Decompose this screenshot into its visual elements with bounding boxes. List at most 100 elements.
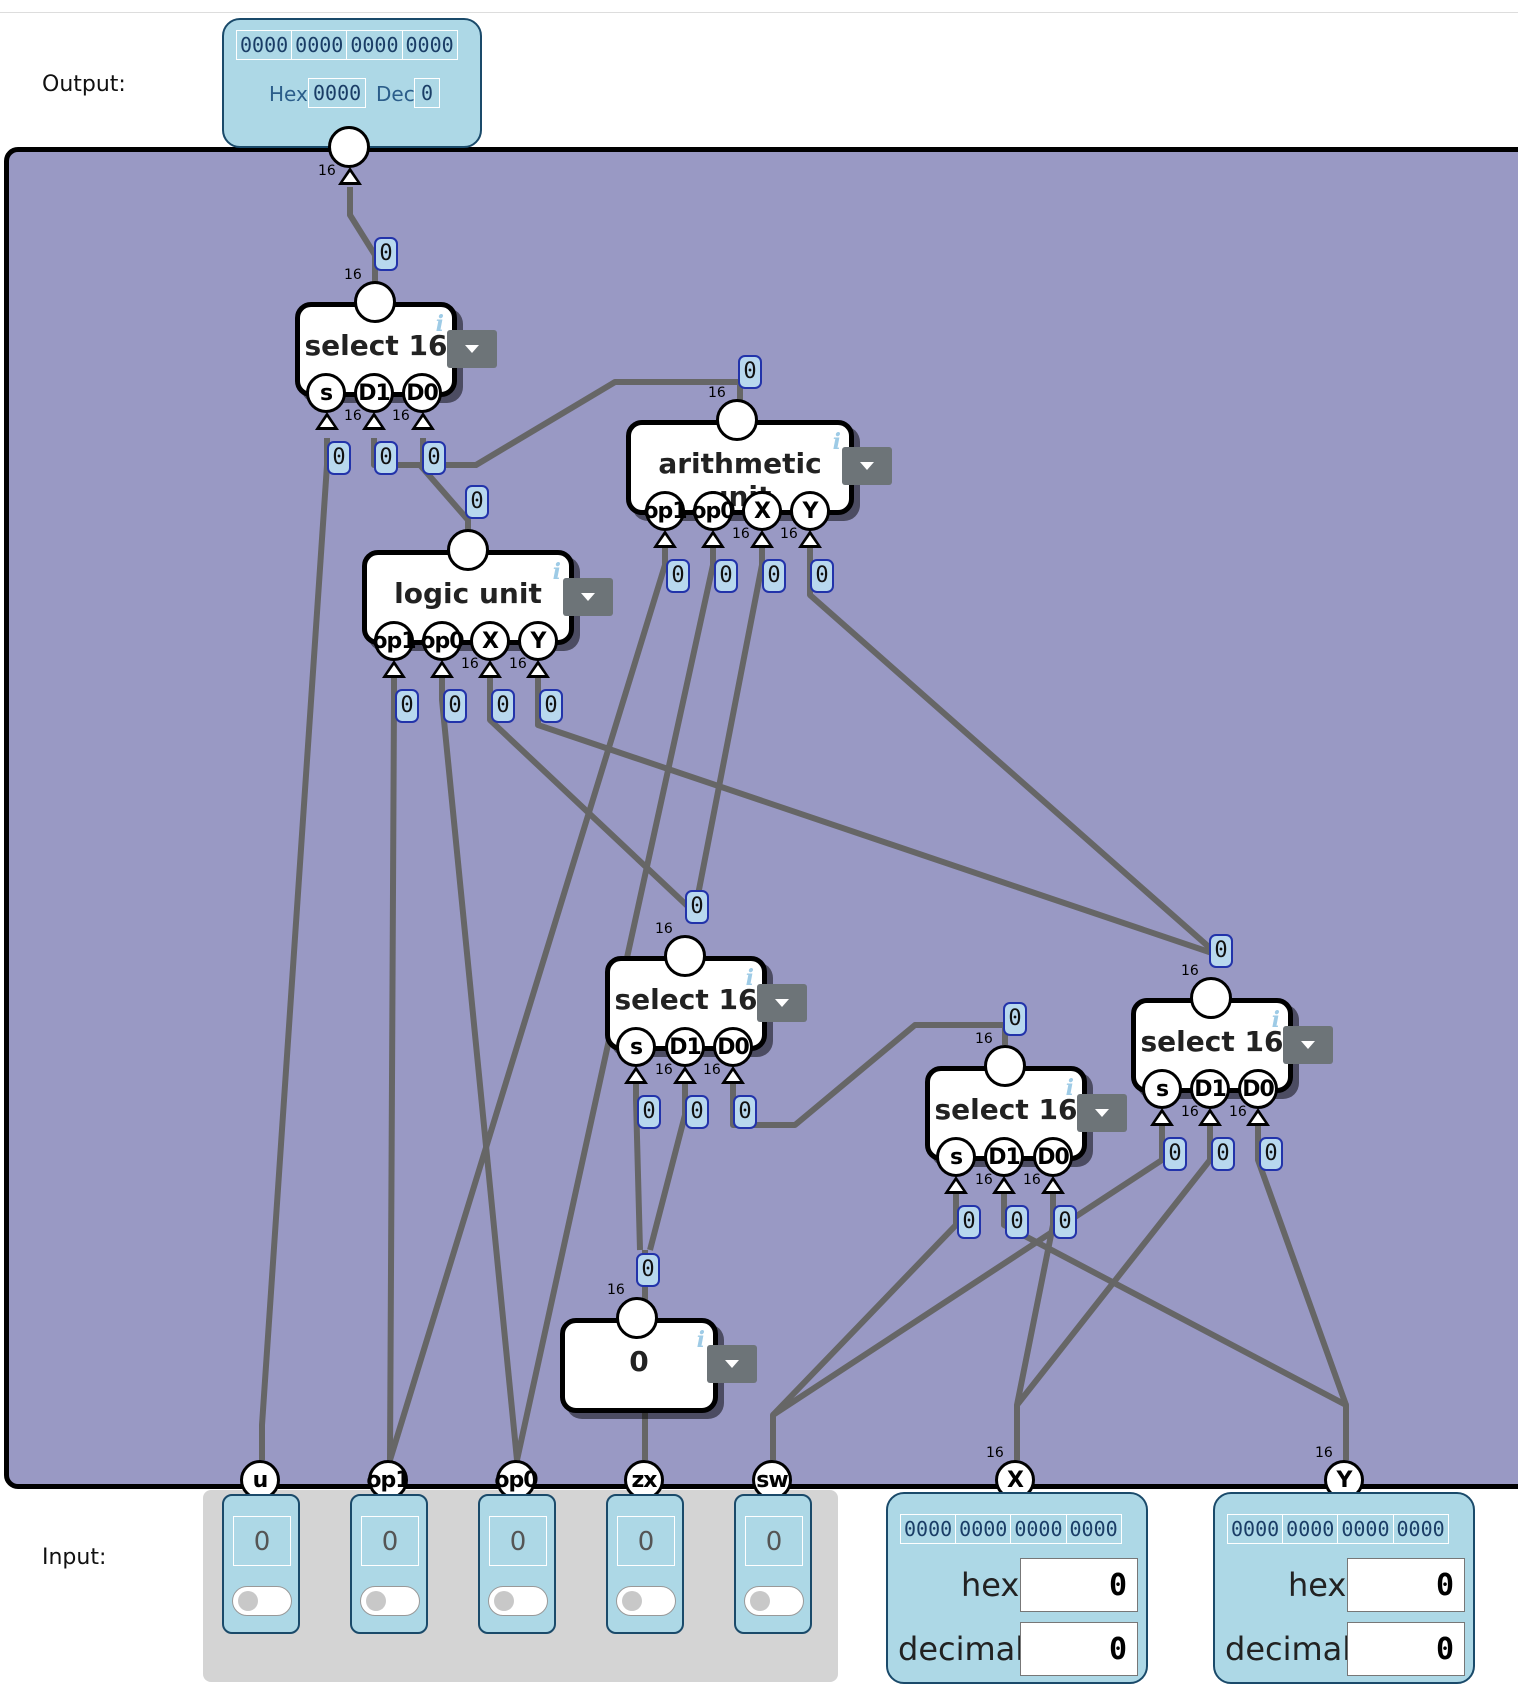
x-bit-group[interactable]: 0000 bbox=[1011, 1515, 1067, 1543]
node-output-pin[interactable] bbox=[616, 1297, 658, 1339]
wire bbox=[1014, 1185, 1056, 1460]
toggle-switch[interactable] bbox=[744, 1586, 804, 1616]
x-hex-input[interactable]: 0 bbox=[1020, 1558, 1138, 1612]
wire bbox=[439, 670, 520, 1461]
bit-width-label: 16 bbox=[703, 1062, 721, 1078]
dropdown-button[interactable] bbox=[757, 984, 807, 1022]
wire bbox=[387, 540, 668, 1461]
x-bit-group[interactable]: 0000 bbox=[1069, 1517, 1118, 1541]
pin-D1[interactable]: D1 bbox=[665, 1027, 705, 1067]
node-output-pin[interactable] bbox=[447, 529, 489, 571]
pin-D0[interactable]: D0 bbox=[402, 373, 442, 413]
bit-width-label: 16 bbox=[318, 163, 336, 179]
pin-s[interactable]: s bbox=[306, 373, 346, 413]
bit-width-label: 16 bbox=[708, 385, 726, 401]
output-pin[interactable] bbox=[328, 126, 370, 168]
pin-arrow bbox=[362, 412, 386, 430]
pin-arrow bbox=[1150, 1108, 1174, 1126]
wire bbox=[487, 670, 700, 918]
pin-D0[interactable]: D0 bbox=[1033, 1137, 1073, 1177]
wire-value-badge: 0 bbox=[957, 1205, 981, 1239]
y-bit-group[interactable]: 0000 bbox=[1396, 1517, 1445, 1541]
pin-D1[interactable]: D1 bbox=[984, 1137, 1024, 1177]
pin-s[interactable]: s bbox=[936, 1137, 976, 1177]
info-icon[interactable]: i bbox=[1065, 1075, 1074, 1101]
info-icon[interactable]: i bbox=[745, 965, 754, 991]
dropdown-button[interactable] bbox=[1283, 1026, 1333, 1064]
toggle-switch[interactable] bbox=[232, 1586, 292, 1616]
dropdown-button[interactable] bbox=[1077, 1094, 1127, 1132]
pin-arrow bbox=[315, 412, 339, 430]
output-bit-group: 0000 bbox=[237, 31, 293, 59]
node-title: select 16 bbox=[1140, 1025, 1284, 1058]
node-output-pin[interactable] bbox=[716, 399, 758, 441]
bit-width-label: 16 bbox=[344, 408, 362, 424]
input-value: 0 bbox=[745, 1516, 803, 1566]
node-output-pin[interactable] bbox=[664, 935, 706, 977]
wire-value-badge: 0 bbox=[1259, 1137, 1283, 1171]
toggle-switch[interactable] bbox=[616, 1586, 676, 1616]
pin-D0[interactable]: D0 bbox=[1238, 1069, 1278, 1109]
input-panel-sw: 0 bbox=[734, 1494, 812, 1634]
wire-value-badge: 0 bbox=[733, 1095, 757, 1129]
y-hex-label: hex bbox=[1288, 1566, 1347, 1604]
pin-X[interactable]: X bbox=[742, 491, 782, 531]
pin-X[interactable]: X bbox=[470, 621, 510, 661]
node-output-pin[interactable] bbox=[984, 1045, 1026, 1087]
x-hex-label: hex bbox=[961, 1566, 1020, 1604]
x-bit-group[interactable]: 0000 bbox=[901, 1515, 957, 1543]
wire-value-badge: 0 bbox=[1003, 1002, 1027, 1036]
pin-op0[interactable]: op0 bbox=[691, 491, 736, 531]
pin-arrow bbox=[382, 660, 406, 678]
pin-Y[interactable]: Y bbox=[518, 621, 558, 661]
toggle-switch[interactable] bbox=[488, 1586, 548, 1616]
dropdown-button[interactable] bbox=[707, 1345, 757, 1383]
x-bits: 0000 0000 0000 0000 bbox=[900, 1514, 1122, 1544]
input-value: 0 bbox=[617, 1516, 675, 1566]
pin-op0[interactable]: op0 bbox=[420, 621, 465, 661]
pin-D0[interactable]: D0 bbox=[713, 1027, 753, 1067]
pin-arrow bbox=[673, 1066, 697, 1084]
bit-width-label: 16 bbox=[392, 408, 410, 424]
dropdown-button[interactable] bbox=[447, 330, 497, 368]
input-pin-sw[interactable]: sw bbox=[752, 1460, 792, 1500]
dropdown-button[interactable] bbox=[563, 578, 613, 616]
wire-value-badge: 0 bbox=[762, 559, 786, 593]
wire-value-badge: 0 bbox=[374, 237, 398, 271]
node-title: select 16 bbox=[304, 329, 448, 362]
info-icon[interactable]: i bbox=[832, 429, 841, 455]
y-bit-group[interactable]: 0000 bbox=[1228, 1515, 1284, 1543]
pin-D1[interactable]: D1 bbox=[1190, 1069, 1230, 1109]
pin-arrow bbox=[944, 1176, 968, 1194]
pin-arrow bbox=[1041, 1176, 1065, 1194]
pin-arrow bbox=[526, 660, 550, 678]
y-bit-group[interactable]: 0000 bbox=[1283, 1515, 1339, 1543]
input-pin-op1[interactable]: op1 bbox=[366, 1460, 411, 1500]
info-icon[interactable]: i bbox=[1271, 1007, 1280, 1033]
pin-s[interactable]: s bbox=[616, 1027, 656, 1067]
pin-op1[interactable]: op1 bbox=[643, 491, 688, 531]
info-icon[interactable]: i bbox=[552, 559, 561, 585]
node-output-pin[interactable] bbox=[354, 281, 396, 323]
input-pin-zx[interactable]: zx bbox=[624, 1460, 664, 1500]
pin-Y[interactable]: Y bbox=[790, 491, 830, 531]
info-icon[interactable]: i bbox=[696, 1327, 705, 1353]
wire-value-badge: 0 bbox=[1163, 1137, 1187, 1171]
pin-arrow bbox=[701, 530, 725, 548]
y-bit-group[interactable]: 0000 bbox=[1338, 1515, 1394, 1543]
pin-op1[interactable]: op1 bbox=[372, 621, 417, 661]
wire-value-badge: 0 bbox=[491, 689, 515, 723]
toggle-switch[interactable] bbox=[360, 1586, 420, 1616]
pin-D1[interactable]: D1 bbox=[354, 373, 394, 413]
info-icon[interactable]: i bbox=[435, 311, 444, 337]
bit-width-label: 16 bbox=[655, 921, 673, 937]
dropdown-button[interactable] bbox=[842, 447, 892, 485]
x-decimal-input[interactable]: 0 bbox=[1020, 1622, 1138, 1676]
y-hex-input[interactable]: 0 bbox=[1347, 1558, 1465, 1612]
x-bit-group[interactable]: 0000 bbox=[956, 1515, 1012, 1543]
y-decimal-input[interactable]: 0 bbox=[1347, 1622, 1465, 1676]
node-output-pin[interactable] bbox=[1190, 977, 1232, 1019]
wire bbox=[514, 540, 716, 1461]
wire-value-badge: 0 bbox=[1053, 1205, 1077, 1239]
pin-s[interactable]: s bbox=[1142, 1069, 1182, 1109]
